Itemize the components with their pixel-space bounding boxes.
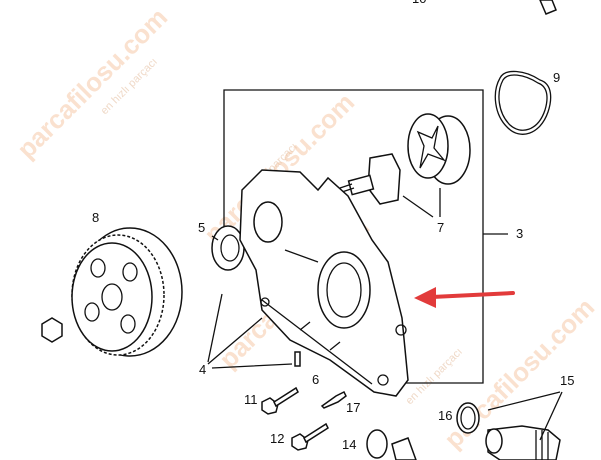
callout-12: 12	[270, 431, 284, 446]
nut	[41, 317, 63, 343]
leader-line	[223, 108, 508, 240]
part-12-bolt	[291, 422, 329, 451]
part-9-gasket-inner	[498, 74, 548, 131]
part-7-rotor	[407, 113, 471, 185]
callout-5: 5	[198, 220, 205, 235]
fitting	[391, 437, 417, 460]
callouts: 10 9 8 5 7 3 4 6 11 17 15 16 12 14	[92, 0, 574, 452]
callout-17: 17	[346, 400, 360, 415]
part-9-gasket	[494, 70, 552, 135]
callout-6: 6	[312, 372, 319, 387]
part-5-seal	[211, 225, 245, 271]
part-14-seal-ring	[366, 429, 388, 459]
leader-line	[487, 391, 563, 441]
callout-4: 4	[199, 362, 206, 377]
part-11-bolt	[261, 386, 299, 415]
watermark-tagline: en hızlı parçacı	[404, 346, 465, 407]
callout-7: 7	[437, 220, 444, 235]
callout-16: 16	[438, 408, 452, 423]
watermark-brand: parcafilosu.com	[11, 2, 173, 164]
part-8-gear	[71, 227, 183, 357]
leader-line	[402, 188, 441, 218]
callout-10: 10	[412, 0, 426, 6]
leader-line	[211, 235, 219, 241]
part-10	[539, 0, 557, 15]
dowel-pin	[294, 351, 301, 367]
highlight-arrow	[414, 287, 515, 308]
assembly-bracket	[223, 89, 484, 384]
callout-8: 8	[92, 210, 99, 225]
part-15-plug	[485, 425, 561, 460]
leader-line	[207, 293, 293, 369]
callout-11: 11	[244, 392, 258, 407]
part-17-stud	[320, 390, 347, 409]
part-3-pump-cover	[239, 169, 409, 397]
part-7-valve	[339, 153, 401, 205]
callout-14: 14	[342, 437, 356, 452]
callout-15: 15	[560, 373, 574, 388]
callout-9: 9	[553, 70, 560, 85]
callout-3: 3	[516, 226, 523, 241]
